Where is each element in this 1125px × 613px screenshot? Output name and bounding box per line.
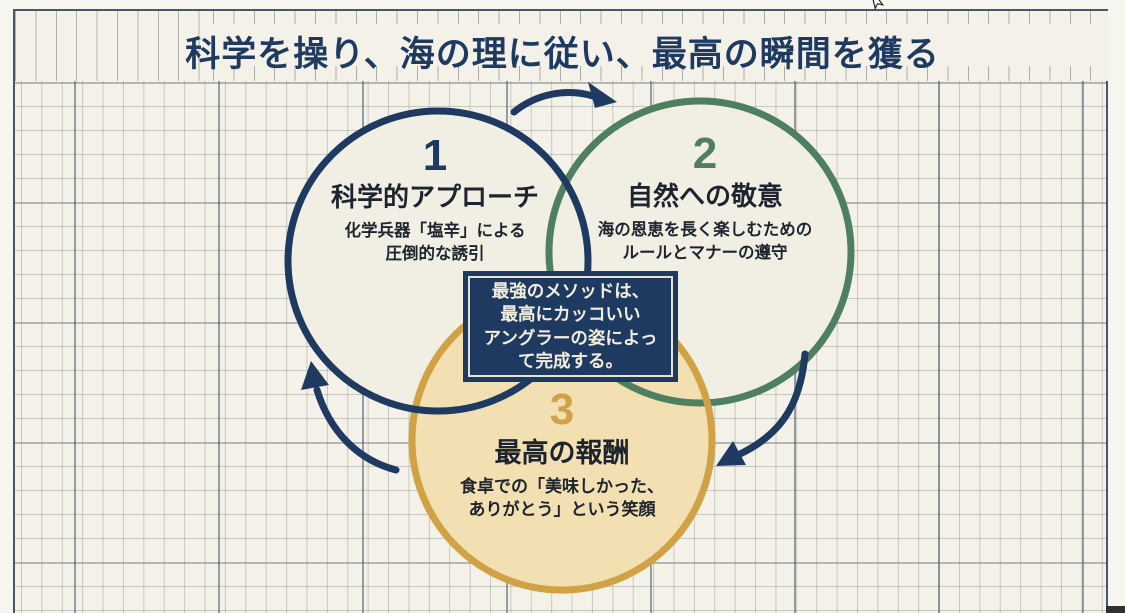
arrow-1-to-2	[510, 89, 597, 116]
center-statement-box-border: 最強のメソッドは、 最高にカッコいい アングラーの姿によっ て完成する。	[468, 276, 673, 377]
title-band-top-ticks	[213, 11, 1108, 24]
title-band-left-texture	[15, 11, 215, 81]
page-title: 科学を操り、海の理に従い、最高の瞬間を獲る	[185, 35, 940, 74]
center-box-line: 最強のメソッドは、	[491, 280, 650, 301]
arrow-3-to-1-head	[301, 361, 329, 390]
arrow-1-to-2-head	[588, 82, 617, 108]
center-statement-box: 最強のメソッドは、 最高にカッコいい アングラーの姿によっ て完成する。	[463, 271, 678, 382]
center-box-line: アングラーの姿によっ	[483, 327, 658, 348]
circle-2-outline	[545, 97, 855, 407]
center-box-line: 最高にカッコいい	[500, 304, 641, 324]
corner-artifact	[1106, 606, 1125, 613]
arrow-3-to-1	[313, 386, 400, 474]
mouse-cursor-icon	[871, 0, 885, 10]
circle-1-outline	[284, 107, 592, 415]
arrow-2-to-3-head	[716, 441, 746, 466]
title-band	[15, 11, 1108, 81]
center-box-line: て完成する。	[518, 351, 623, 371]
arrow-2-to-3	[736, 350, 809, 458]
title-band-bottom-ticks	[213, 66, 1108, 81]
